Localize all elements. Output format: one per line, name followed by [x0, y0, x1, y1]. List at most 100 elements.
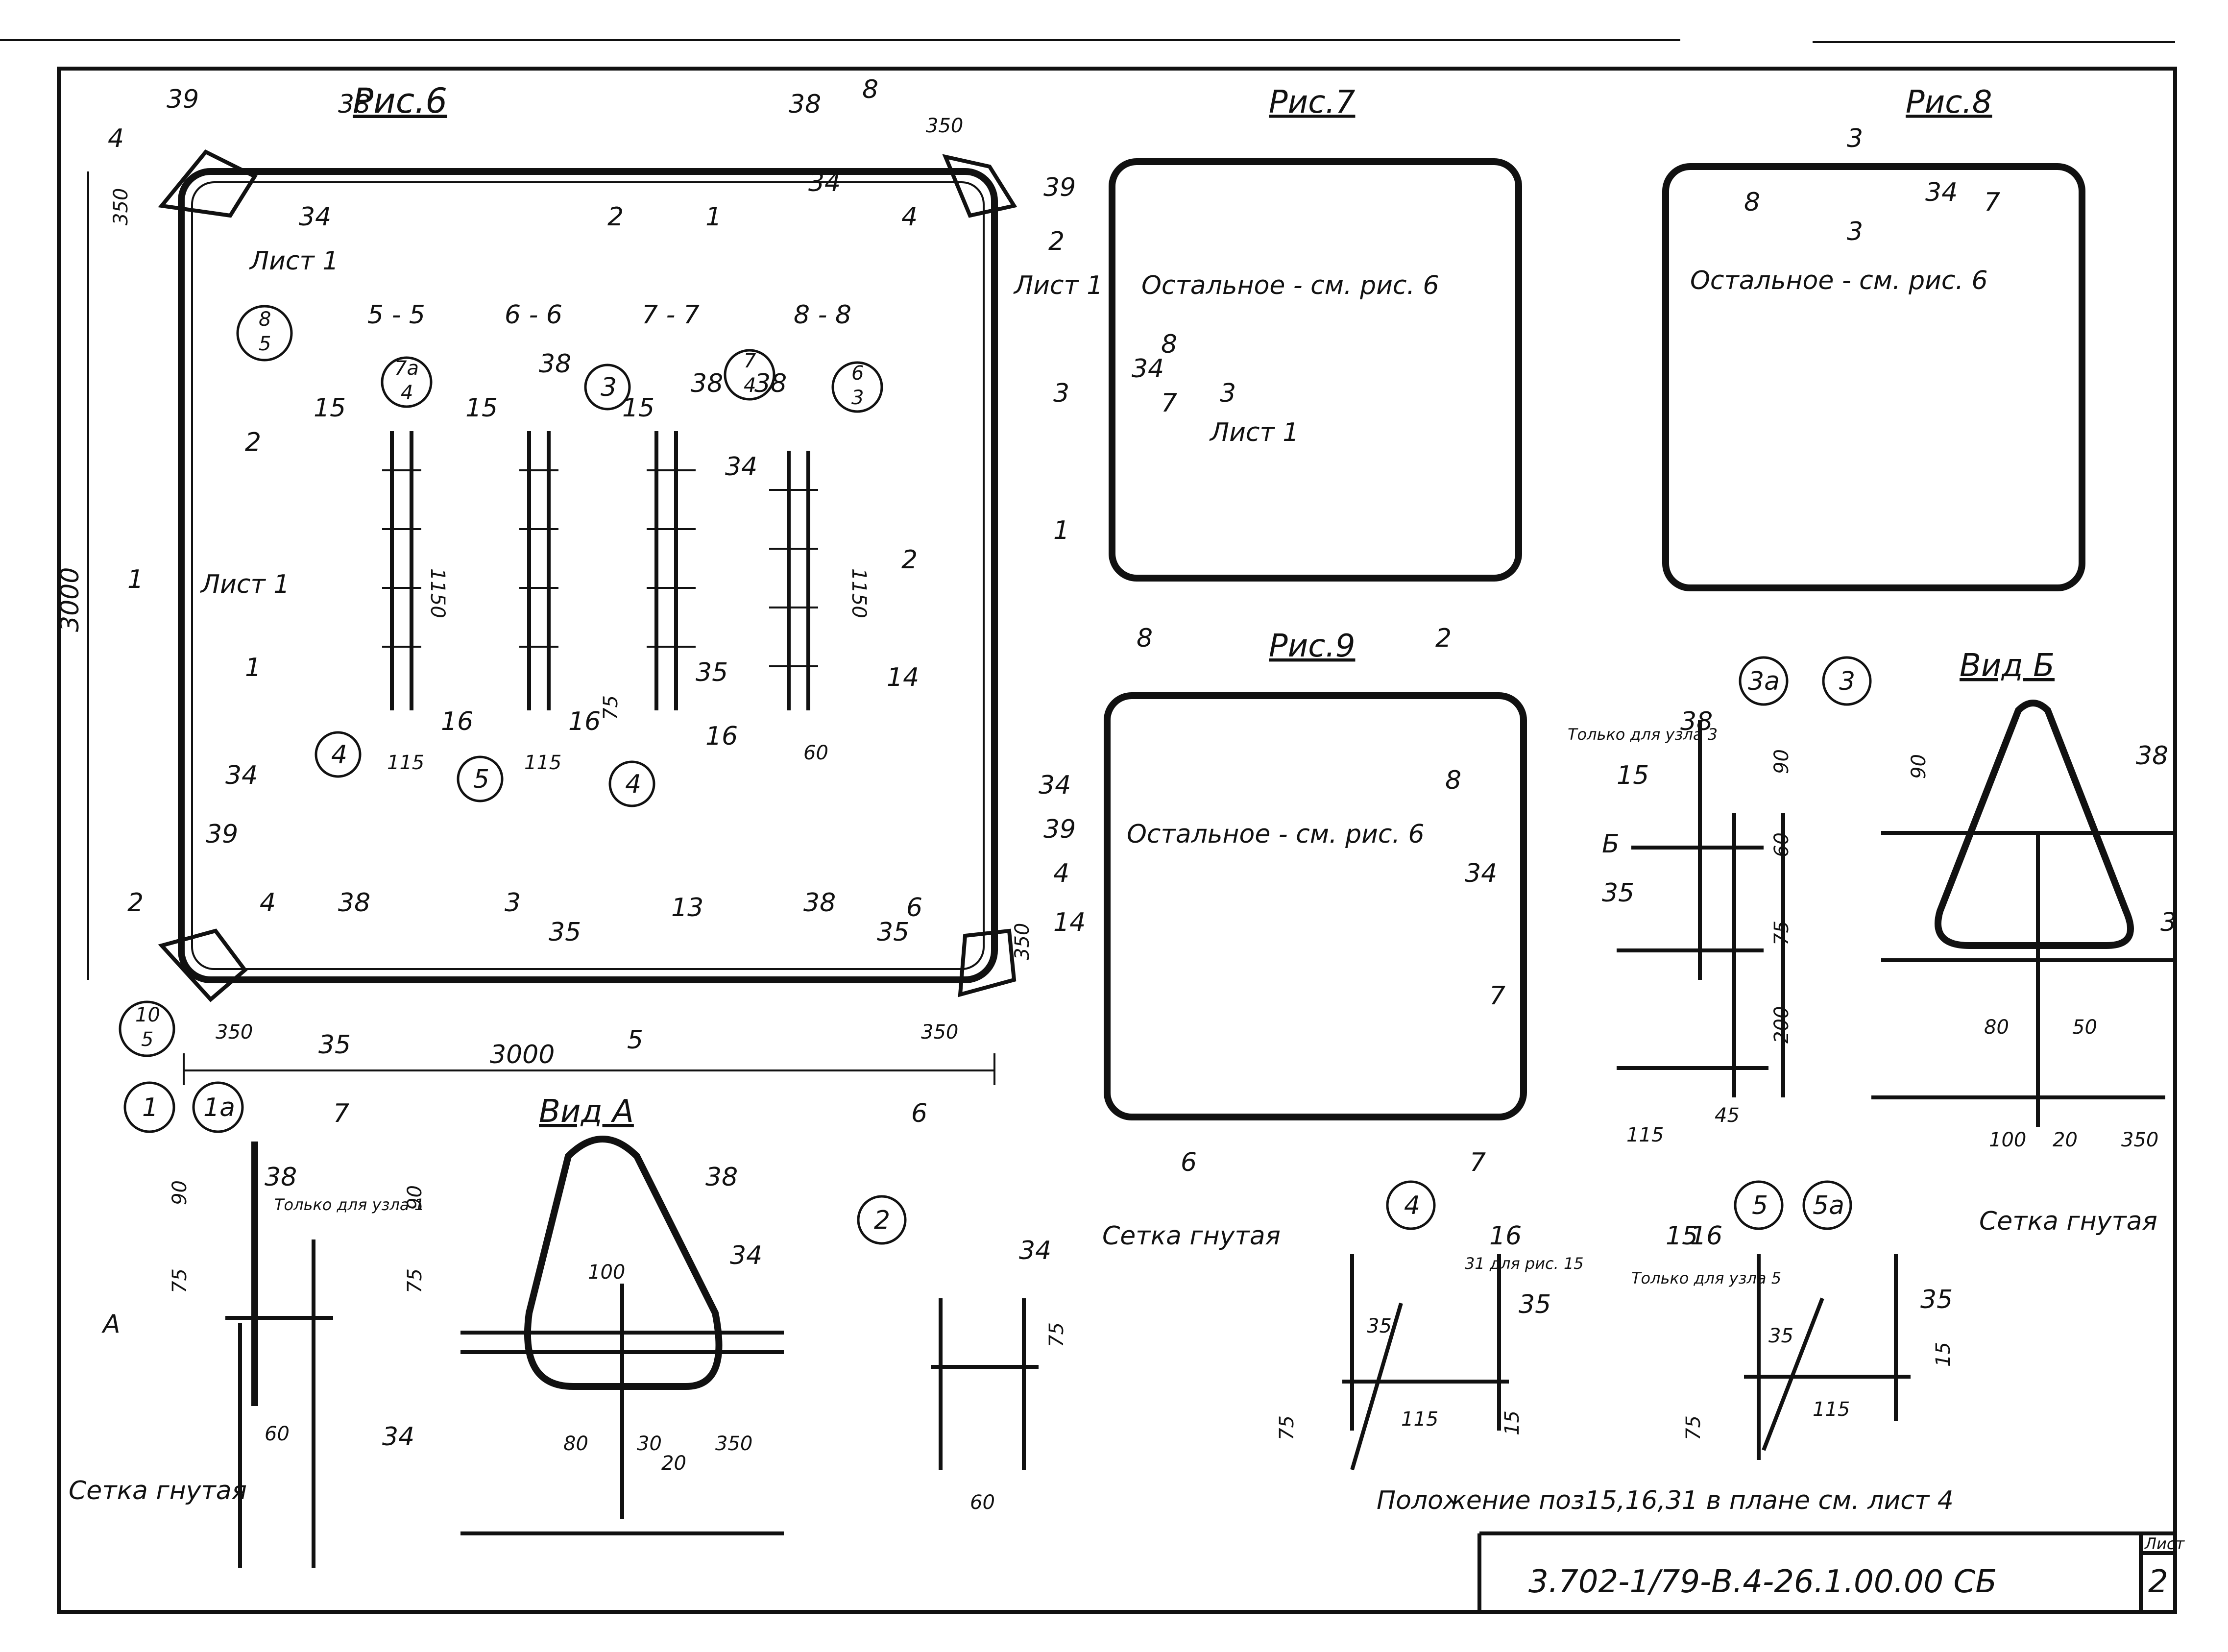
node4-note-31: 31 для рис. 15 — [1465, 1254, 1584, 1273]
fig6-label-34d: 34 — [1039, 771, 1071, 800]
node5-dim-115: 115 — [1813, 1398, 1850, 1421]
top-edge-line — [0, 39, 2175, 43]
node3-label-35: 35 — [1602, 878, 1634, 908]
view-b-dim-20: 20 — [2053, 1129, 2078, 1151]
node1-dim-60: 60 — [265, 1423, 290, 1445]
node-ref-10-5-bot: 5 — [141, 1028, 153, 1051]
node-1a-circle — [192, 1081, 244, 1133]
fig6-label-2right: 2 — [901, 545, 918, 575]
fig6-outer-rod — [178, 168, 998, 983]
node-3-sec-label: 3 — [601, 373, 617, 402]
dim-350-br: 350 — [921, 1021, 958, 1044]
section-8-8: 8 - 8 — [794, 300, 851, 330]
sec-label-16c: 16 — [705, 722, 738, 751]
node-4-sec-a — [315, 731, 362, 778]
node5-mesh: Сетка гнутая — [1979, 1207, 2157, 1236]
fig6-label-13: 13 — [671, 893, 703, 923]
view-a-dim-350: 350 — [715, 1433, 752, 1455]
node4-dim-75: 75 — [1276, 1415, 1298, 1440]
fig6-label-38a: 38 — [338, 90, 370, 119]
node-ref-7a-4 — [381, 356, 433, 408]
sec-label-34: 34 — [725, 452, 757, 482]
node2-rods — [931, 1298, 1039, 1470]
node2-dim-75: 75 — [1045, 1322, 1068, 1347]
title-block-sheet-no: 2 — [2148, 1564, 2168, 1600]
node4-dim-15: 15 — [1501, 1410, 1524, 1435]
fig8-title: Рис.8 — [1906, 84, 1992, 121]
node2-detail: 2 34 Сетка гнутая 75 60 — [857, 1195, 1281, 1514]
dim-350-bl: 350 — [216, 1021, 253, 1044]
view-a-dim-75: 75 — [404, 1268, 426, 1293]
fig6-label-1left: 1 — [245, 653, 261, 682]
fig9-label-8: 8 — [1445, 766, 1461, 795]
node-5-label: 5 — [1752, 1191, 1768, 1220]
sec-label-16b: 16 — [568, 707, 601, 736]
node1-rods — [225, 1239, 333, 1568]
cut-1-right: 1 — [1053, 516, 1069, 545]
node-3a-label: 3а — [1748, 667, 1780, 696]
node-1a-label: 1а — [203, 1093, 235, 1122]
node-ref-8-5-bot: 5 — [259, 333, 271, 355]
fig7: Рис.7 Остальное - см. рис. 6 Лист 1 8 34… — [1053, 84, 1522, 582]
fig6-label-39a: 39 — [167, 85, 199, 114]
dim-350-tr: 350 — [926, 115, 963, 137]
node-3-label: 3 — [1839, 667, 1855, 696]
fig9-cut-6: 6 — [1181, 1148, 1197, 1177]
dim-75-sec: 75 — [600, 695, 622, 720]
node-3a-circle — [1739, 656, 1789, 706]
fig6-label-6: 6 — [906, 893, 922, 923]
node-ref-7-4 — [724, 349, 775, 401]
view-a-dim-100: 100 — [588, 1261, 625, 1284]
fig6-label-34a: 34 — [299, 202, 331, 232]
fig9-label-7: 7 — [1489, 981, 1505, 1011]
node-4-sec-a-label: 4 — [331, 740, 347, 770]
node-4-circle — [1386, 1180, 1436, 1230]
node-5a-label: 5а — [1813, 1191, 1844, 1220]
fig8-note: Остальное - см. рис. 6 — [1690, 266, 1988, 295]
cut-2-left: 2 — [127, 888, 144, 918]
view-b-dim-80: 80 — [1984, 1016, 2009, 1039]
node-2-circle — [857, 1195, 907, 1245]
view-a: Вид А 38 34 34 90 75 100 80 30 20 350 — [382, 1093, 784, 1535]
fig6-sheet1-a: Лист 1 — [249, 246, 339, 276]
dim-60-sec: 60 — [803, 742, 828, 764]
fig6-label-38b: 38 — [789, 90, 821, 119]
dim-3000-h-label: 3000 — [490, 1040, 555, 1069]
node5-label-35: 35 — [1920, 1285, 1953, 1314]
dim-3000-v-label: 3000 — [55, 567, 85, 632]
cut-7: 7 — [333, 1099, 349, 1128]
node-5a-circle — [1802, 1180, 1852, 1230]
node3-dim-60: 60 — [1770, 832, 1793, 857]
fig6-label-39c: 39 — [206, 820, 238, 849]
view-b-loop — [1935, 700, 2134, 949]
node5-dim-35: 35 — [1768, 1325, 1793, 1347]
node-ref-7a-4-top: 7а — [394, 357, 419, 380]
node4-dim-115: 115 — [1401, 1408, 1438, 1431]
position-note: Положение поз15,16,31 в плане см. лист 4 — [1377, 1486, 1954, 1515]
node5-rods — [1744, 1254, 1911, 1460]
node3-dim-90: 90 — [1770, 749, 1793, 774]
node3-only-note: Только для узла 3 — [1568, 725, 1718, 744]
fig7-label-7: 7 — [1161, 389, 1177, 418]
fig8-cut-3b: 3 — [1847, 217, 1863, 246]
node3-label-38: 38 — [1680, 707, 1713, 736]
dim-350-tl: 350 — [110, 188, 132, 225]
fig9-label-34: 34 — [1465, 859, 1497, 888]
node1-detail: 1 1а Только для узла 1 38 А 90 75 60 Сет… — [69, 1081, 424, 1568]
cut-8: 8 — [862, 75, 878, 104]
node3-dim-115: 115 — [1626, 1124, 1664, 1146]
fig7-cut-3a: 3 — [1053, 379, 1069, 408]
view-b-dim-90: 90 — [1908, 754, 1930, 779]
node5-label-15: 15 — [1666, 1221, 1698, 1251]
node-ref-6-3-bot: 3 — [851, 387, 864, 409]
fig6-label-4b: 4 — [901, 202, 918, 232]
view-a-loop — [524, 1136, 723, 1390]
node-5-sec-label: 5 — [473, 765, 489, 794]
fig6-label-35c: 35 — [318, 1030, 351, 1060]
node1-mesh-note: Сетка гнутая — [69, 1476, 247, 1506]
fig6-corner-braces — [158, 149, 1017, 1002]
cut-2-right: 2 — [1048, 227, 1065, 256]
fig6-label-35a: 35 — [549, 918, 581, 947]
node-ref-8-5-top: 8 — [259, 308, 271, 331]
